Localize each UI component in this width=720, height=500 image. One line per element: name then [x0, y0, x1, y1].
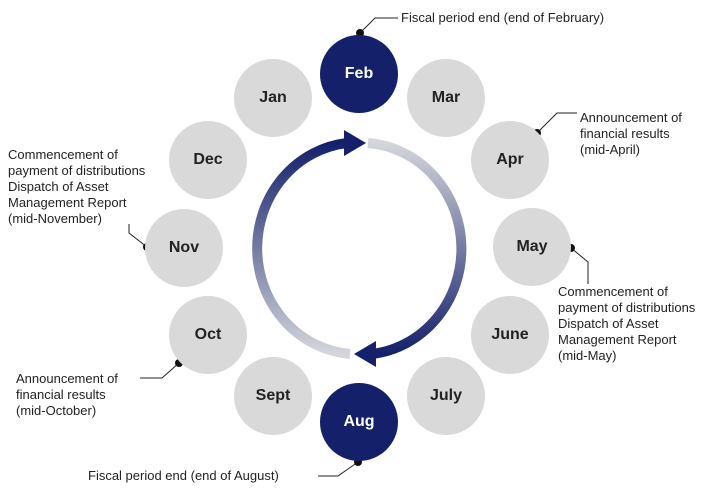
month-nov: Nov — [145, 209, 223, 287]
annotation-nov-line: (mid-November) — [8, 211, 102, 226]
annotation-may-line: Commencement of — [558, 284, 668, 299]
annotation-apr-line: financial results — [580, 126, 670, 141]
cycle-arrow-left — [252, 138, 351, 359]
arrowhead-top-icon — [344, 130, 366, 156]
annotation-nov-line: Management Report — [8, 195, 127, 210]
annotation-aug: Fiscal period end (end of August) — [88, 468, 279, 484]
annotation-may: Commencement of payment of distributions… — [558, 284, 695, 364]
month-may: May — [493, 208, 571, 286]
month-july: July — [407, 357, 485, 435]
month-sept: Sept — [234, 357, 312, 435]
annotation-may-line: payment of distributions — [558, 300, 696, 315]
month-feb: Feb — [320, 35, 398, 113]
month-apr: Apr — [471, 121, 549, 199]
annotation-oct: Announcement of financial results (mid-O… — [16, 371, 118, 419]
leader-line-nov — [128, 224, 148, 248]
leader-line-apr — [536, 112, 577, 134]
month-jan: Jan — [234, 59, 312, 137]
leader-line-may — [570, 247, 589, 284]
leader-line-feb — [359, 17, 398, 34]
annotation-nov-line: Commencement of — [8, 147, 118, 162]
annotation-oct-line: (mid-October) — [16, 403, 97, 418]
annotation-nov: Commencement of payment of distributions… — [8, 147, 145, 227]
leader-line-aug — [318, 461, 359, 477]
annotation-nov-line: payment of distributions — [8, 163, 146, 178]
leader-line-oct — [140, 362, 180, 379]
annotation-may-line: Dispatch of Asset — [558, 316, 659, 331]
annotation-feb-line: Fiscal period end (end of February) — [401, 10, 605, 25]
month-aug: Aug — [320, 383, 398, 461]
annotation-aug-line: Fiscal period end (end of August) — [88, 468, 279, 483]
month-june: June — [471, 296, 549, 374]
annotation-nov-line: Dispatch of Asset — [8, 179, 109, 194]
annotation-oct-line: financial results — [16, 387, 106, 402]
month-oct: Oct — [169, 296, 247, 374]
annotation-feb: Fiscal period end (end of February) — [401, 10, 604, 26]
arrowhead-bottom-icon — [354, 341, 376, 367]
month-dec: Dec — [169, 121, 247, 199]
annotation-oct-line: Announcement of — [16, 371, 118, 386]
cycle-arrow-right — [367, 138, 467, 359]
month-mar: Mar — [407, 59, 485, 137]
annotation-apr-line: Announcement of — [580, 110, 682, 125]
annotation-may-line: Management Report — [558, 332, 677, 347]
annotation-apr: Announcement of financial results (mid-A… — [580, 110, 682, 158]
annotation-may-line: (mid-May) — [558, 348, 617, 363]
annotation-apr-line: (mid-April) — [580, 142, 640, 157]
